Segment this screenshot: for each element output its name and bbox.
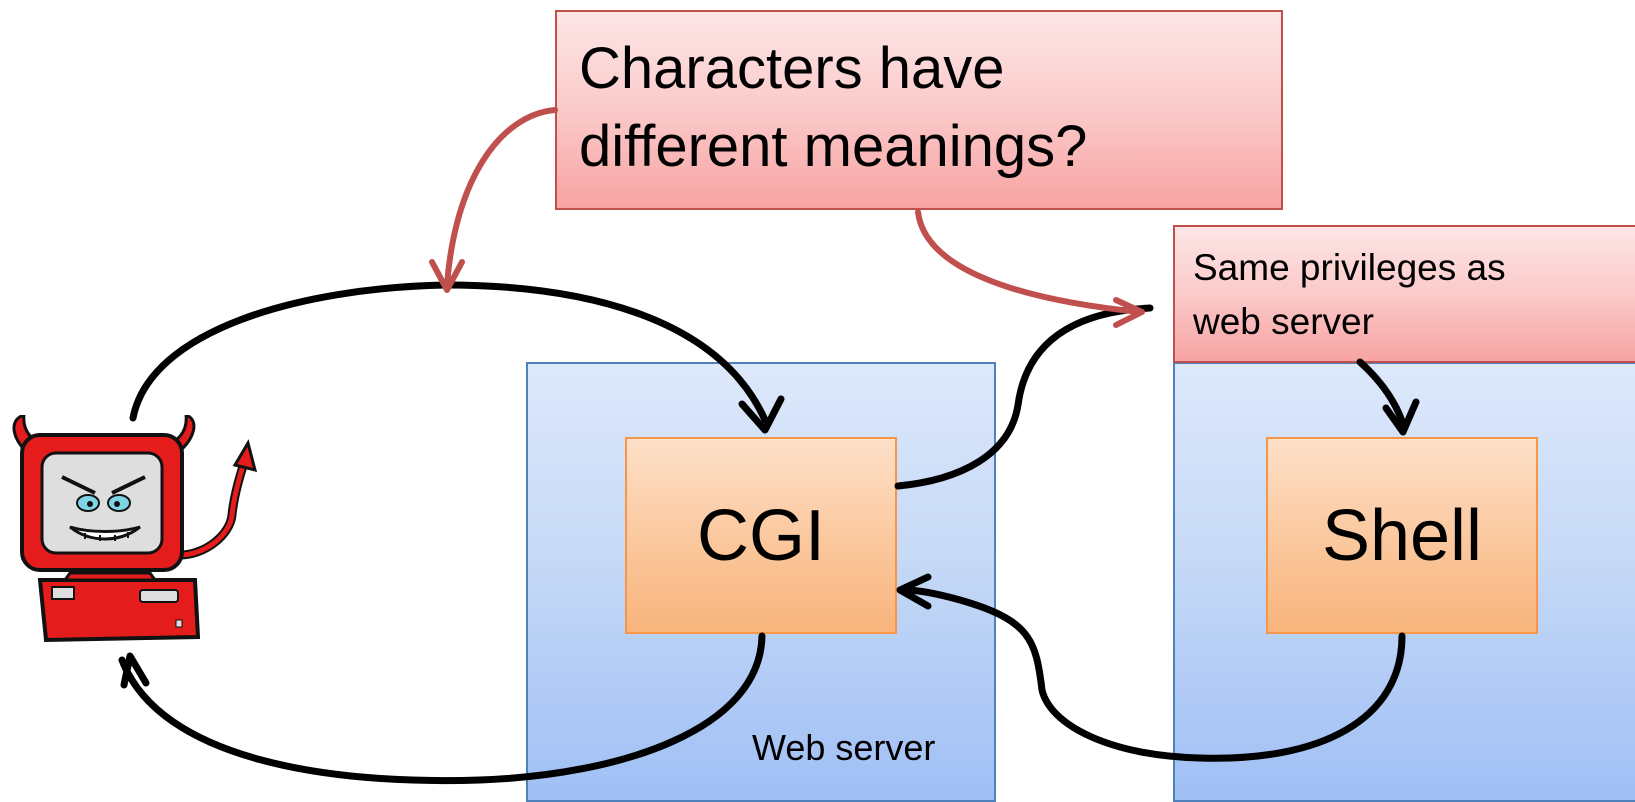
devil-computer-icon bbox=[12, 415, 258, 643]
request-arrowhead bbox=[738, 395, 785, 434]
callout-pointer-left-head bbox=[429, 259, 465, 293]
command-to-shell-arrow bbox=[1356, 358, 1407, 428]
cgi-process-box: CGI bbox=[625, 437, 897, 634]
meanings-callout: Characters have different meanings? bbox=[555, 10, 1283, 210]
callout-pointer-right bbox=[915, 209, 1143, 315]
callout-pointer-left bbox=[444, 107, 558, 288]
web-server-label: Web server bbox=[752, 727, 936, 768]
output-arrowhead bbox=[896, 573, 932, 610]
command-arrowhead bbox=[1382, 398, 1420, 436]
privileges-callout-line-2: web server bbox=[1193, 301, 1374, 342]
shell-process-box: Shell bbox=[1266, 437, 1538, 634]
shell-label: Shell bbox=[1321, 495, 1483, 576]
response-arrow bbox=[118, 632, 766, 785]
callout-pointer-right-head bbox=[1113, 297, 1145, 328]
response-arrowhead bbox=[120, 652, 150, 689]
meanings-callout-line-1: Characters have bbox=[579, 36, 1005, 101]
cgi-label: CGI bbox=[696, 495, 825, 576]
privileges-callout: Same privileges as web server bbox=[1173, 225, 1635, 363]
command-arrow bbox=[894, 304, 1154, 490]
output-arrow bbox=[900, 586, 1406, 762]
meanings-callout-line-2: different meanings? bbox=[579, 114, 1088, 179]
request-arrow bbox=[129, 281, 769, 424]
privileges-callout-line-1: Same privileges as bbox=[1193, 247, 1506, 288]
